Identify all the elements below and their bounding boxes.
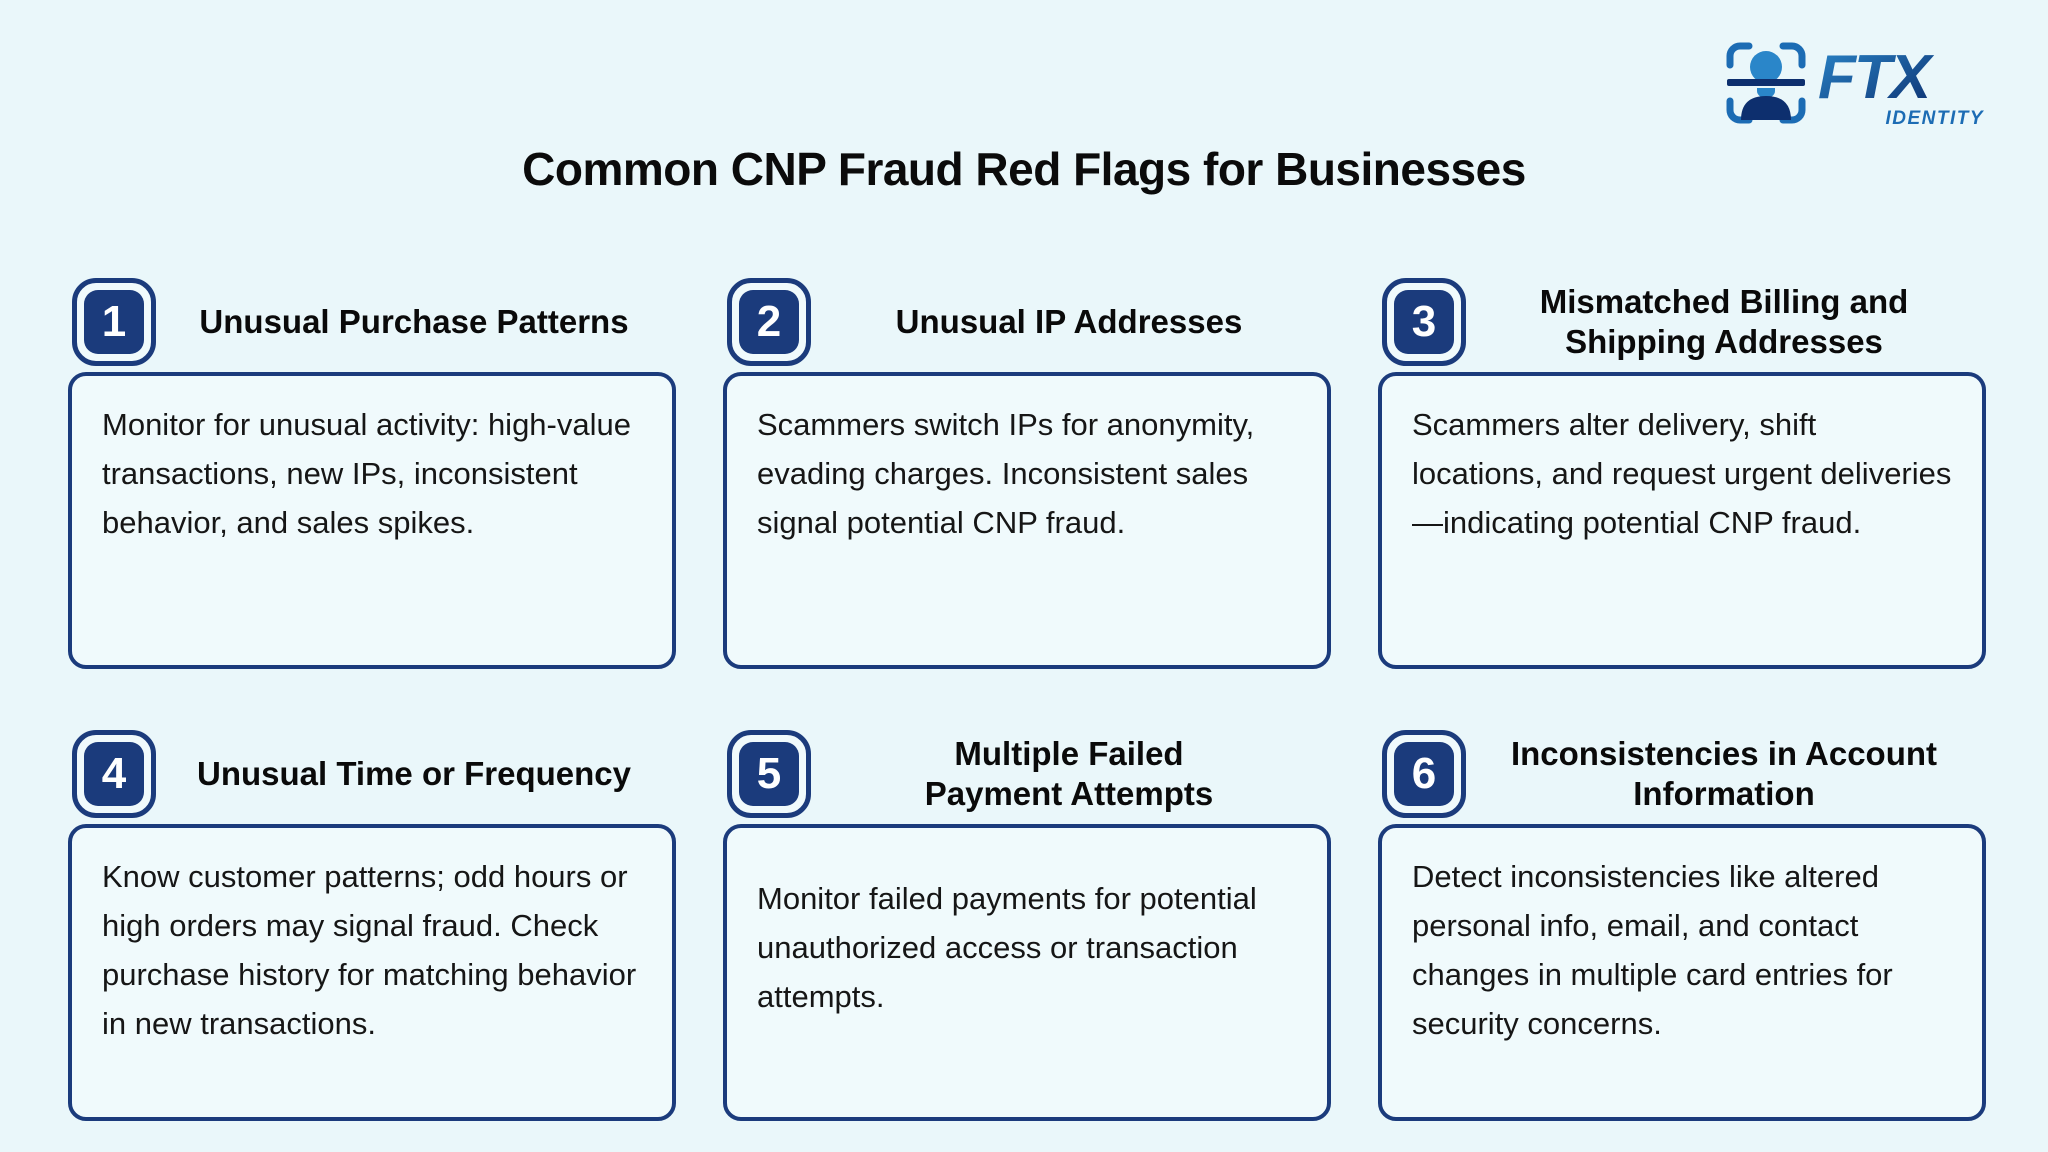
- card-heading: Mismatched Billing and Shipping Addresse…: [1378, 282, 1986, 362]
- badge-number: 3: [1394, 290, 1454, 354]
- card-body: Know customer patterns; odd hours or hig…: [68, 824, 676, 1121]
- cards-grid: 1 Unusual Purchase Patterns Monitor for …: [68, 272, 1986, 1121]
- card-header: 6 Inconsistencies in Account Information: [1378, 724, 1986, 824]
- card-heading-line: Unusual IP Addresses: [895, 303, 1243, 340]
- card-heading-line: Shipping Addresses: [1565, 323, 1883, 360]
- card-header: 5 Multiple Failed Payment Attempts: [723, 724, 1331, 824]
- number-badge: 3: [1382, 278, 1466, 366]
- card-body: Scammers alter delivery, shift locations…: [1378, 372, 1986, 669]
- card-multiple-failed-payments: 5 Multiple Failed Payment Attempts Monit…: [723, 724, 1331, 1121]
- card-body-text: Scammers switch IPs for anonymity, evadi…: [757, 407, 1255, 540]
- face-scan-icon: [1726, 42, 1806, 124]
- badge-number: 6: [1394, 742, 1454, 806]
- badge-number: 1: [84, 290, 144, 354]
- badge-number: 2: [739, 290, 799, 354]
- card-body-text: Detect inconsistencies like altered pers…: [1412, 859, 1893, 1041]
- card-heading: Unusual Purchase Patterns: [68, 302, 676, 342]
- card-unusual-purchase-patterns: 1 Unusual Purchase Patterns Monitor for …: [68, 272, 676, 669]
- card-body-text: Monitor failed payments for potential un…: [757, 881, 1257, 1014]
- card-body: Detect inconsistencies like altered pers…: [1378, 824, 1986, 1121]
- card-header: 2 Unusual IP Addresses: [723, 272, 1331, 372]
- card-heading-line: Unusual Time or Frequency: [197, 755, 631, 792]
- logo-brand-text: FTX: [1818, 43, 1935, 112]
- card-heading: Multiple Failed Payment Attempts: [723, 734, 1331, 814]
- card-heading-line: Unusual Purchase Patterns: [199, 303, 629, 340]
- card-mismatched-billing-shipping: 3 Mismatched Billing and Shipping Addres…: [1378, 272, 1986, 669]
- number-badge: 2: [727, 278, 811, 366]
- logo-wordmark: FTX IDENTITY: [1818, 43, 1984, 129]
- card-heading-line: Inconsistencies in Account: [1510, 735, 1938, 772]
- badge-number: 4: [84, 742, 144, 806]
- number-badge: 1: [72, 278, 156, 366]
- card-header: 1 Unusual Purchase Patterns: [68, 272, 676, 372]
- card-heading-line: Mismatched Billing and: [1539, 283, 1909, 320]
- card-heading: Inconsistencies in Account Information: [1378, 734, 1986, 814]
- card-heading: Unusual Time or Frequency: [68, 754, 676, 794]
- card-unusual-time-frequency: 4 Unusual Time or Frequency Know custome…: [68, 724, 676, 1121]
- number-badge: 4: [72, 730, 156, 818]
- card-body-text: Scammers alter delivery, shift locations…: [1412, 407, 1952, 540]
- card-heading-line: Information: [1633, 775, 1815, 812]
- card-body-text: Know customer patterns; odd hours or hig…: [102, 859, 637, 1041]
- card-heading-line: Payment Attempts: [924, 775, 1214, 812]
- ftx-identity-logo: FTX IDENTITY: [1722, 38, 1988, 130]
- card-unusual-ip-addresses: 2 Unusual IP Addresses Scammers switch I…: [723, 272, 1331, 669]
- page-title: Common CNP Fraud Red Flags for Businesse…: [522, 143, 1526, 195]
- card-header: 3 Mismatched Billing and Shipping Addres…: [1378, 272, 1986, 372]
- card-heading: Unusual IP Addresses: [723, 302, 1331, 342]
- badge-number: 5: [739, 742, 799, 806]
- card-body-text: Monitor for unusual activity: high-value…: [102, 407, 631, 540]
- number-badge: 5: [727, 730, 811, 818]
- card-body: Monitor for unusual activity: high-value…: [68, 372, 676, 669]
- card-body: Scammers switch IPs for anonymity, evadi…: [723, 372, 1331, 669]
- card-heading-line: Multiple Failed: [954, 735, 1184, 772]
- number-badge: 6: [1382, 730, 1466, 818]
- card-body: Monitor failed payments for potential un…: [723, 824, 1331, 1121]
- logo-sub-text: IDENTITY: [1885, 108, 1984, 129]
- card-account-inconsistencies: 6 Inconsistencies in Account Information…: [1378, 724, 1986, 1121]
- card-header: 4 Unusual Time or Frequency: [68, 724, 676, 824]
